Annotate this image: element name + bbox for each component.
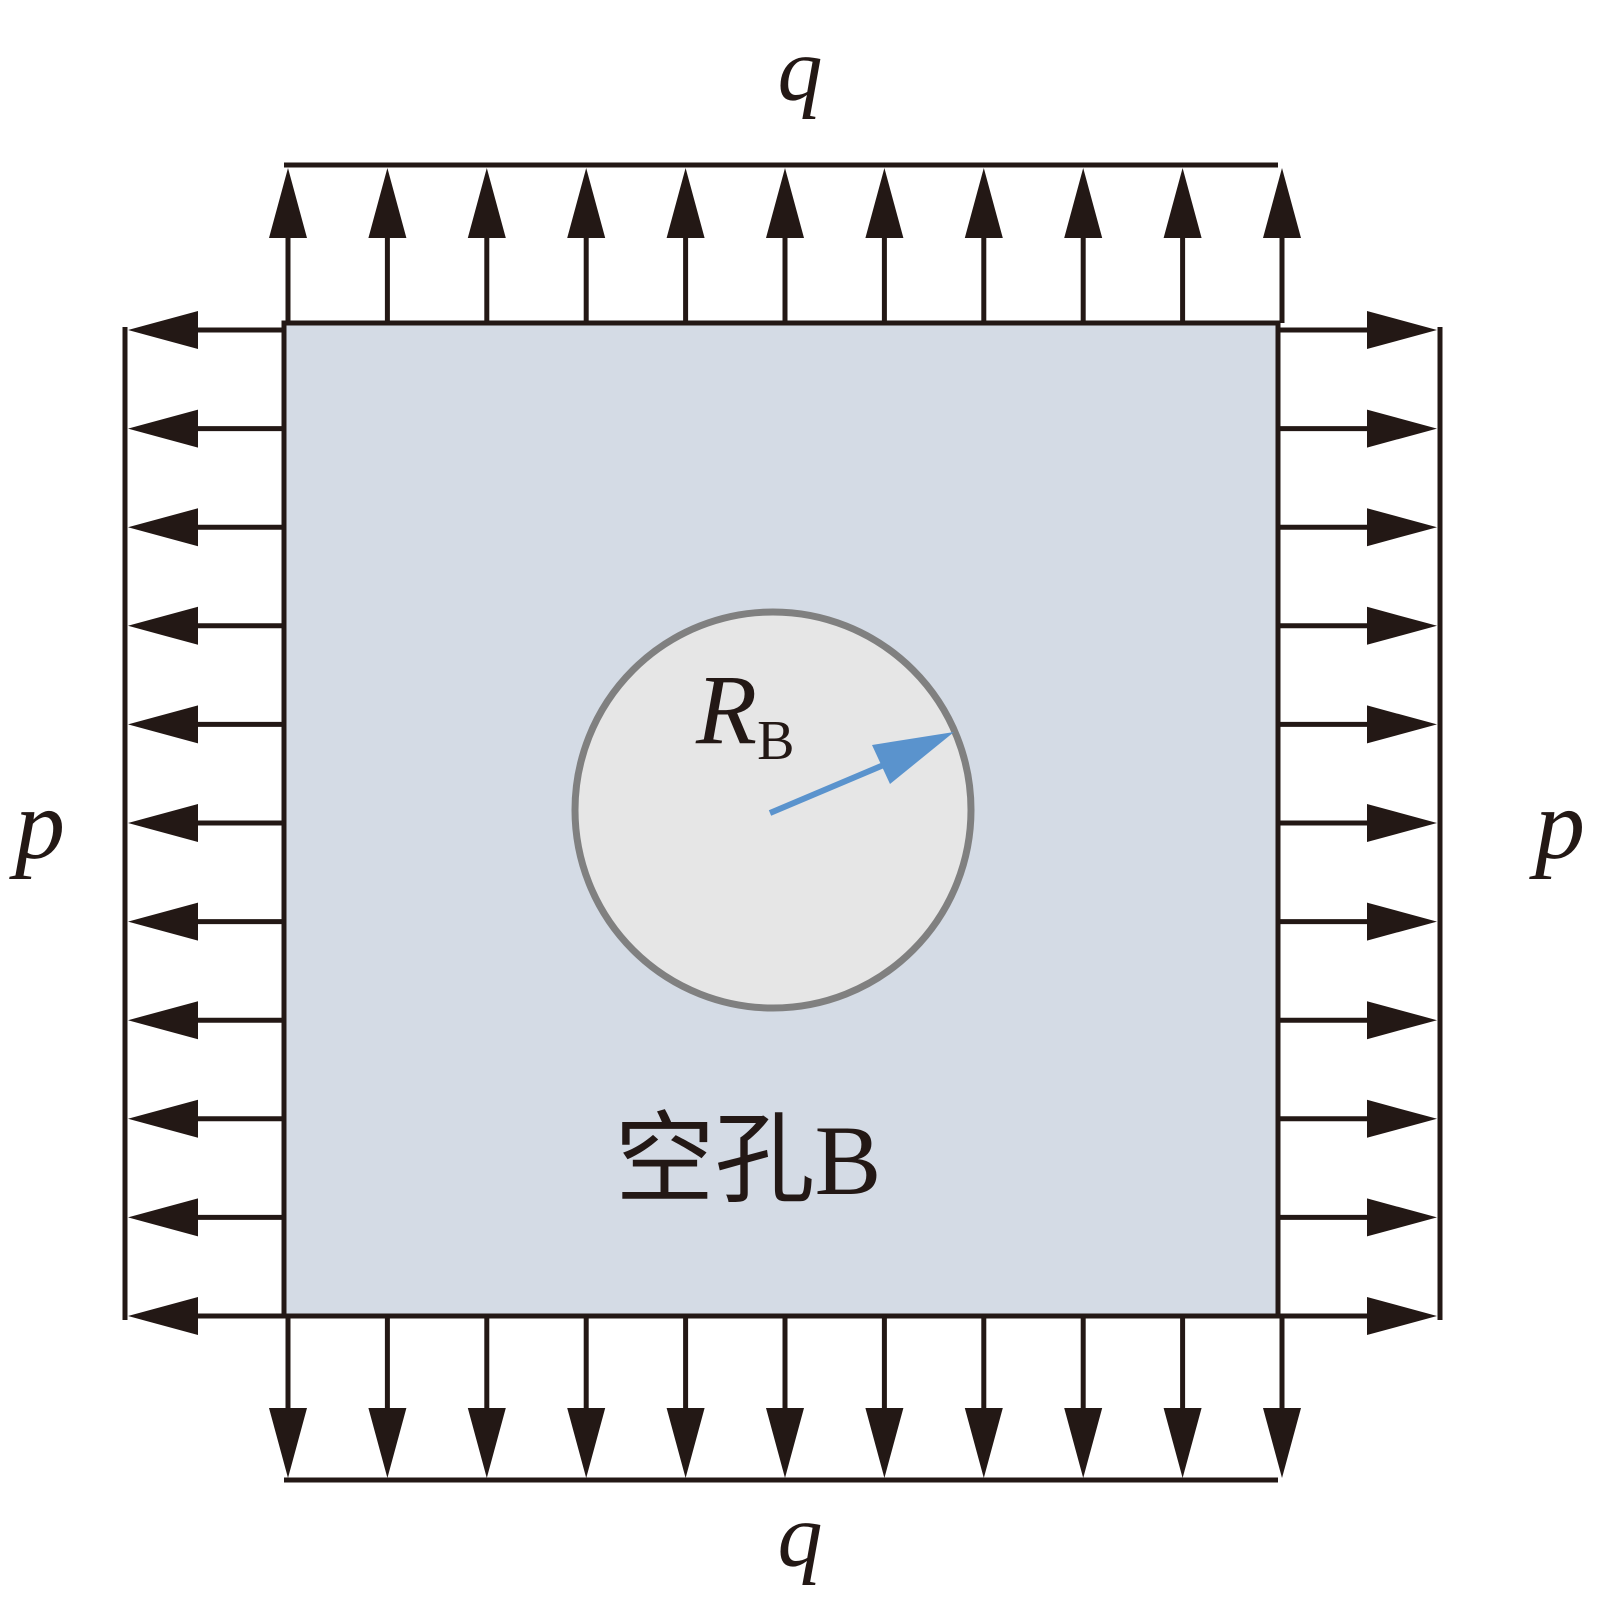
left-arrow-head [128,1099,198,1138]
right-arrow-head [1367,606,1437,645]
left-tension-arrows [128,311,284,1335]
right-arrow-head [1367,705,1437,744]
bottom-arrow-head [368,1408,407,1478]
top-arrow-head [964,168,1003,238]
left-arrow-head [128,804,198,842]
left-arrow-head [128,311,198,349]
right-arrow-head [1367,1297,1437,1335]
p-right-label: p [1529,769,1585,880]
left-arrow-head [128,1001,198,1040]
top-tension-arrows [269,168,1301,323]
left-arrow-head [128,705,198,744]
left-arrow-head [128,606,198,645]
right-arrow-head [1367,804,1437,842]
bottom-arrow-head [666,1408,705,1478]
right-arrow-head [1367,508,1437,547]
right-tension-arrows [1278,311,1437,1335]
top-arrow-head [269,168,307,238]
right-arrow-head [1367,409,1437,448]
top-arrow-head [467,168,506,238]
bottom-arrow-head [1163,1408,1202,1478]
top-arrow-head [666,168,705,238]
q-bottom-label: q [778,1487,823,1586]
bottom-arrow-head [865,1408,904,1478]
top-arrow-head [567,168,606,238]
top-arrow-head [1263,168,1301,238]
top-arrow-head [766,168,804,238]
hole-caption: 空孔B [615,1105,882,1216]
bottom-tension-arrows [269,1316,1301,1478]
left-arrow-head [128,902,198,941]
radius-arrow [768,732,954,816]
top-arrow-head [865,168,904,238]
bottom-arrow-head [567,1408,606,1478]
bottom-arrow-head [964,1408,1003,1478]
bottom-arrow-head [766,1408,804,1478]
p-left-label: p [9,769,65,880]
bottom-arrow-head [467,1408,506,1478]
left-arrow-head [128,1297,198,1335]
left-arrow-head [128,508,198,547]
bottom-arrow-head [1064,1408,1103,1478]
radius-label: RB [695,654,794,772]
bottom-arrow-head [269,1408,307,1478]
right-arrow-head [1367,1001,1437,1040]
bottom-arrow-head [1263,1408,1301,1478]
left-arrow-head [128,409,198,448]
right-arrow-head [1367,311,1437,349]
top-arrow-head [1163,168,1202,238]
top-arrow-head [368,168,407,238]
right-arrow-head [1367,902,1437,941]
right-arrow-head [1367,1099,1437,1138]
left-arrow-head [128,1198,198,1237]
top-arrow-head [1064,168,1103,238]
q-top-label: q [778,21,823,120]
right-arrow-head [1367,1198,1437,1237]
